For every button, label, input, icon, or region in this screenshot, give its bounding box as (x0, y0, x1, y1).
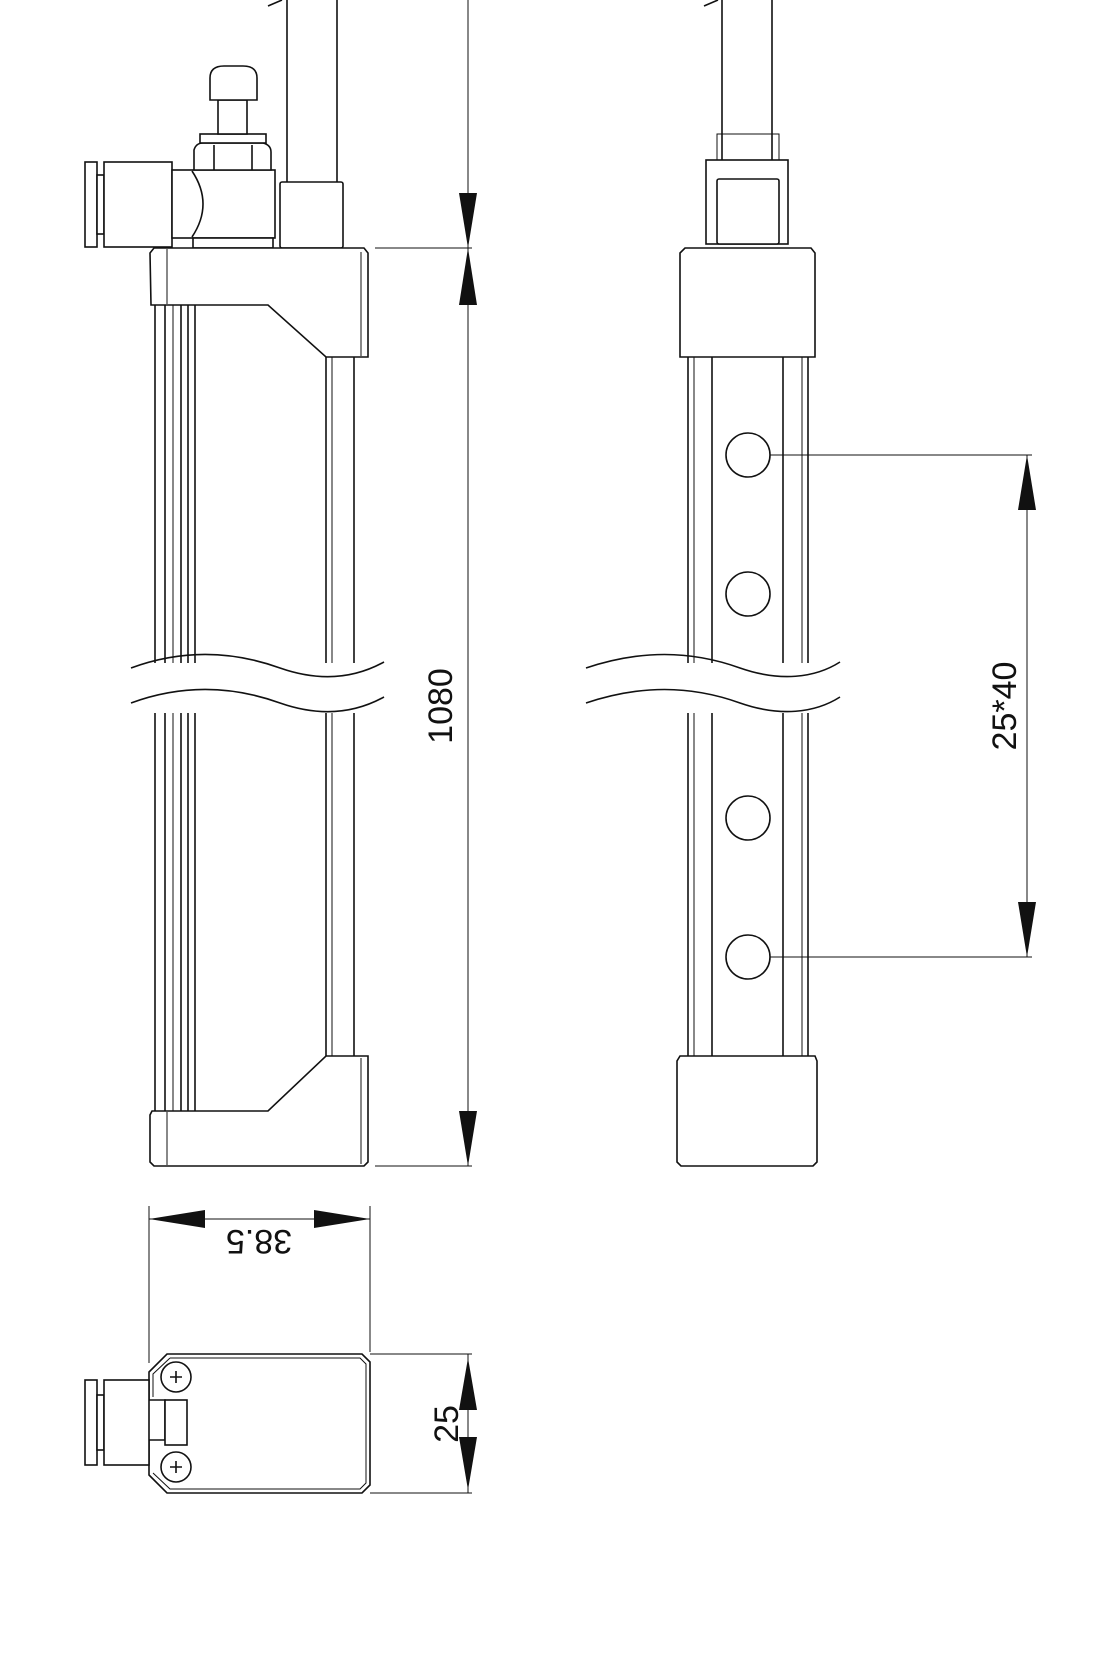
depth-dimension-label: 25 (428, 1405, 466, 1443)
hole (725, 934, 771, 980)
length-dimension-label: 1080 (422, 668, 460, 744)
end-view: 38.5 25 (84, 1206, 477, 1494)
width-dimension-label: 38.5 (226, 1222, 292, 1260)
hole (725, 571, 771, 617)
hole (725, 795, 771, 841)
top-end-cap (679, 247, 816, 358)
width-dimension: 38.5 (148, 1206, 371, 1363)
pitch-dimension: 25*40 (770, 454, 1036, 958)
side-view: 1080 (84, 0, 477, 1167)
cable (703, 0, 789, 245)
air-fitting (84, 1379, 150, 1466)
break-mark (584, 653, 844, 713)
length-dimension: 1080 (375, 0, 477, 1167)
bottom-end-cap (676, 1055, 818, 1167)
hole (725, 432, 771, 478)
end-cap-outline (148, 1353, 371, 1494)
screw-icon (160, 1451, 192, 1483)
bottom-end-cap (149, 1055, 369, 1167)
depth-dimension: 25 (370, 1353, 477, 1494)
screw-icon (160, 1361, 192, 1393)
air-valve-fitting (84, 65, 276, 249)
break-mark (128, 653, 388, 713)
pitch-dimension-label: 25*40 (986, 662, 1024, 751)
top-end-cap (149, 247, 369, 358)
light-holes (725, 432, 771, 980)
front-view: 25*40 (584, 0, 1036, 1167)
cable (267, 0, 344, 249)
